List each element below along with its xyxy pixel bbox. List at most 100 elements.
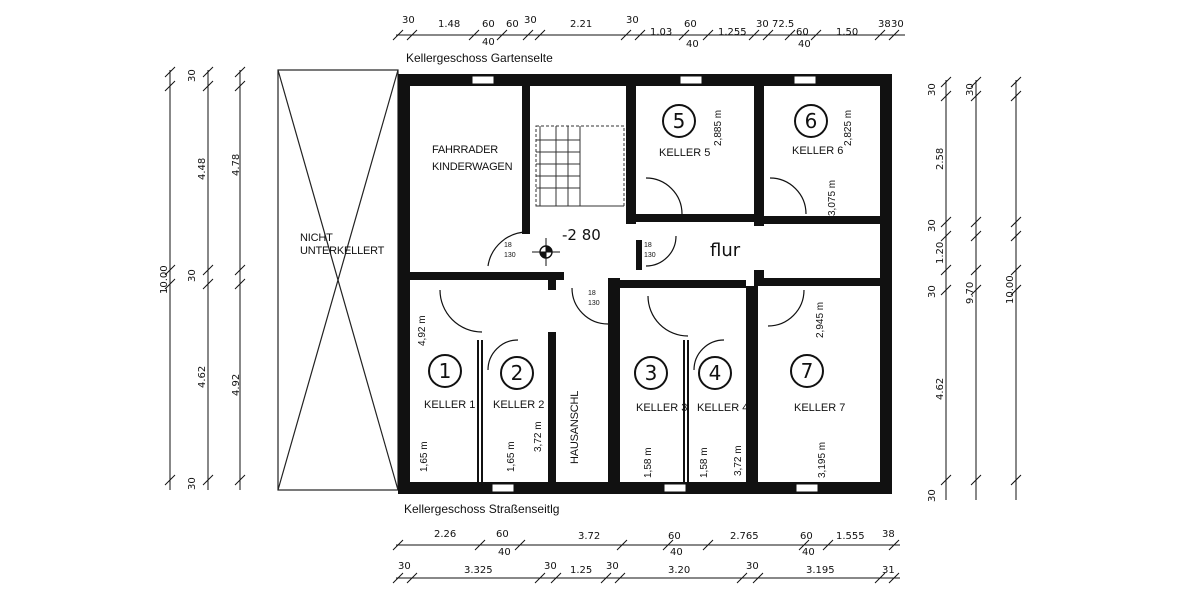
dimension-label: 60 xyxy=(668,531,681,542)
dimension-label: 40 xyxy=(686,39,699,50)
dimension-label: 30 xyxy=(398,561,411,572)
room-7-width: 3,195 m xyxy=(817,441,828,478)
room-name-6: KELLER 6 xyxy=(792,145,844,157)
room-number-5: 5 xyxy=(662,104,696,138)
dimension-tick xyxy=(234,66,246,78)
dimension-label: 2.26 xyxy=(434,529,457,540)
garden-side-heading: Kellergeschoss Gartenselte xyxy=(406,51,553,65)
dimension-label: 60 xyxy=(496,529,509,540)
right-dim-outer: 9.70 xyxy=(965,281,976,304)
room-2-depth: 3,72 m xyxy=(533,421,544,452)
room-number-2: 2 xyxy=(500,356,534,390)
left-dim-inner: 30 xyxy=(187,269,198,282)
room-3-width: 1,58 m xyxy=(643,447,654,478)
dimension-tick xyxy=(234,80,246,92)
dimension-tick xyxy=(970,216,982,228)
dimension-label: 30 xyxy=(756,19,769,30)
dimension-tick xyxy=(534,29,546,41)
dimension-tick xyxy=(614,572,626,584)
dimension-tick xyxy=(784,29,796,41)
dimension-tick xyxy=(392,539,404,551)
dimension-tick xyxy=(702,29,714,41)
dimension-tick xyxy=(1010,230,1022,242)
room-number-3: 3 xyxy=(634,356,668,390)
dimension-tick xyxy=(164,66,176,78)
level-marker-icon xyxy=(532,238,560,266)
dimension-tick xyxy=(534,572,546,584)
bikes-label-line2: KINDERWAGEN xyxy=(432,161,513,173)
dimension-label: 1.03 xyxy=(650,27,673,38)
dimension-tick xyxy=(970,76,982,88)
dimension-tick xyxy=(940,474,952,486)
dimension-label: 30 xyxy=(544,561,557,572)
dimension-tick xyxy=(810,29,822,41)
dimension-label: 40 xyxy=(798,39,811,50)
dimension-tick xyxy=(1010,90,1022,102)
dimension-label: 2.21 xyxy=(570,19,593,30)
level-label: -2 80 xyxy=(562,226,601,244)
door-label: 130 xyxy=(644,252,656,259)
dimension-label: 40 xyxy=(498,547,511,558)
room-4-width: 1,58 m xyxy=(699,447,710,478)
room-number-7: 7 xyxy=(790,354,824,388)
room-name-4: KELLER 4 xyxy=(697,402,749,414)
dimension-label: 60 xyxy=(800,531,813,542)
dimension-tick xyxy=(798,539,810,551)
dimension-label: 1.50 xyxy=(836,27,859,38)
room-name-1: KELLER 1 xyxy=(424,399,476,411)
dimension-tick xyxy=(940,284,952,296)
right-dim-inner: 4.62 xyxy=(935,377,946,400)
outer-walls xyxy=(398,74,892,494)
dimension-label: 1.48 xyxy=(438,19,461,30)
room-number-1: 1 xyxy=(428,354,462,388)
dimension-tick xyxy=(940,264,952,276)
dimension-tick xyxy=(392,29,404,41)
dimension-label: 30 xyxy=(626,15,639,26)
left-dim-inner: 30 xyxy=(187,477,198,490)
dimension-tick xyxy=(164,278,176,290)
dimension-tick xyxy=(392,572,404,584)
door-label: 18 xyxy=(588,290,596,297)
house-connection-label: HAUSANSCHL xyxy=(569,390,581,464)
dimension-tick xyxy=(940,230,952,242)
dimension-label: 3.195 xyxy=(806,565,835,576)
dimension-tick xyxy=(474,539,486,551)
not-basement-label: NICHT UNTERKELLERT xyxy=(300,232,385,258)
room-name-5: KELLER 5 xyxy=(659,147,711,159)
door-label: 18 xyxy=(644,242,652,249)
partitions xyxy=(477,340,689,482)
dimension-label: 3.325 xyxy=(464,565,493,576)
dimension-tick xyxy=(634,29,646,41)
dimension-tick xyxy=(970,474,982,486)
dimension-tick xyxy=(600,572,612,584)
dimension-tick xyxy=(234,474,246,486)
dimension-label: 30 xyxy=(402,15,415,26)
windows xyxy=(471,75,819,493)
dimension-tick xyxy=(970,90,982,102)
dimension-label: 40 xyxy=(670,547,683,558)
left-dim-outer: 10.00 xyxy=(159,265,170,294)
room-6-width: 3,075 m xyxy=(827,179,838,216)
dimension-label: 2.765 xyxy=(730,531,759,542)
dimension-label: 30 xyxy=(746,561,759,572)
dimension-tick xyxy=(164,474,176,486)
dimension-tick xyxy=(202,66,214,78)
dimension-label: 3.20 xyxy=(668,565,691,576)
inner-walls xyxy=(410,86,880,482)
dimension-tick xyxy=(940,216,952,228)
dimension-tick xyxy=(406,572,418,584)
dimension-tick xyxy=(234,278,246,290)
door-label: 130 xyxy=(588,300,600,307)
dimension-label: 31 xyxy=(882,565,895,576)
dimension-tick xyxy=(752,572,764,584)
dimension-label: 60 xyxy=(684,19,697,30)
dimension-tick xyxy=(874,29,886,41)
dimension-tick xyxy=(164,80,176,92)
right-dim-inner: 30 xyxy=(927,83,938,96)
dimension-tick xyxy=(970,264,982,276)
dimension-tick xyxy=(762,29,774,41)
right-dim-inner: 30 xyxy=(927,285,938,298)
dimension-tick xyxy=(970,230,982,242)
dimension-tick xyxy=(822,539,834,551)
